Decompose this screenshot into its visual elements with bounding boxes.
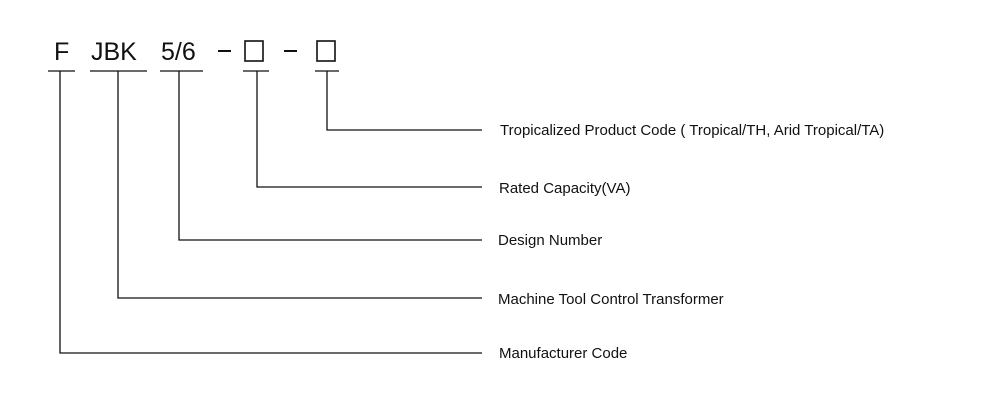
label-tropical: Tropicalized Product Code ( Tropical/TH,… bbox=[500, 122, 884, 139]
leader-design bbox=[178, 71, 482, 241]
code-design-number: 5/6 bbox=[161, 38, 196, 66]
label-capacity: Rated Capacity(VA) bbox=[499, 180, 630, 197]
capacity-placeholder-box bbox=[244, 40, 264, 62]
code-series: JBK bbox=[91, 38, 137, 66]
label-prefix: Manufacturer Code bbox=[499, 345, 627, 362]
label-series: Machine Tool Control Transformer bbox=[498, 291, 724, 308]
tropical-placeholder-box bbox=[316, 40, 336, 62]
code-prefix: F bbox=[54, 38, 69, 66]
leader-capacity bbox=[256, 71, 482, 188]
label-design-number: Design Number bbox=[498, 232, 602, 249]
leader-series bbox=[117, 71, 482, 299]
leader-tropical bbox=[326, 71, 482, 131]
leader-prefix bbox=[59, 71, 482, 354]
